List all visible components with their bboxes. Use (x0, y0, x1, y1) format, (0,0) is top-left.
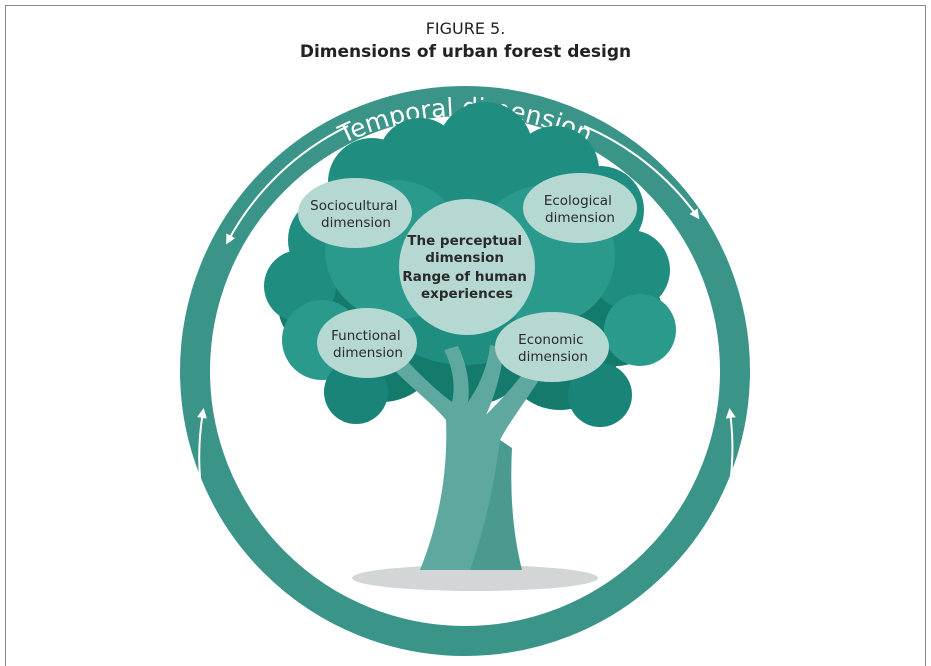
figure-frame (5, 5, 926, 666)
economic-label: Economic dimension (518, 332, 588, 365)
ground-shadow (352, 565, 598, 591)
tree-trunk (378, 344, 552, 570)
bubble-sociocultural (298, 178, 412, 248)
bubble-functional (317, 308, 417, 378)
bubbles (298, 173, 637, 382)
arrow-right-up (725, 408, 736, 503)
figure-label: FIGURE 5. (425, 19, 506, 38)
temporal-ring (180, 86, 750, 656)
ecological-label: Ecological dimension (544, 193, 616, 226)
center-label: The perceptual dimension Range of human … (402, 233, 531, 302)
functional-label: Functional dimension (331, 328, 405, 361)
arrow-top-right (583, 125, 700, 220)
bubble-center (399, 199, 535, 335)
figure-title: Dimensions of urban forest design (299, 42, 632, 62)
arrow-top-left (226, 125, 349, 245)
bubble-economic (495, 312, 609, 382)
sociocultural-label: Sociocultural dimension (310, 198, 402, 231)
bubble-ecological (523, 173, 637, 243)
arrow-left-up (197, 408, 207, 503)
